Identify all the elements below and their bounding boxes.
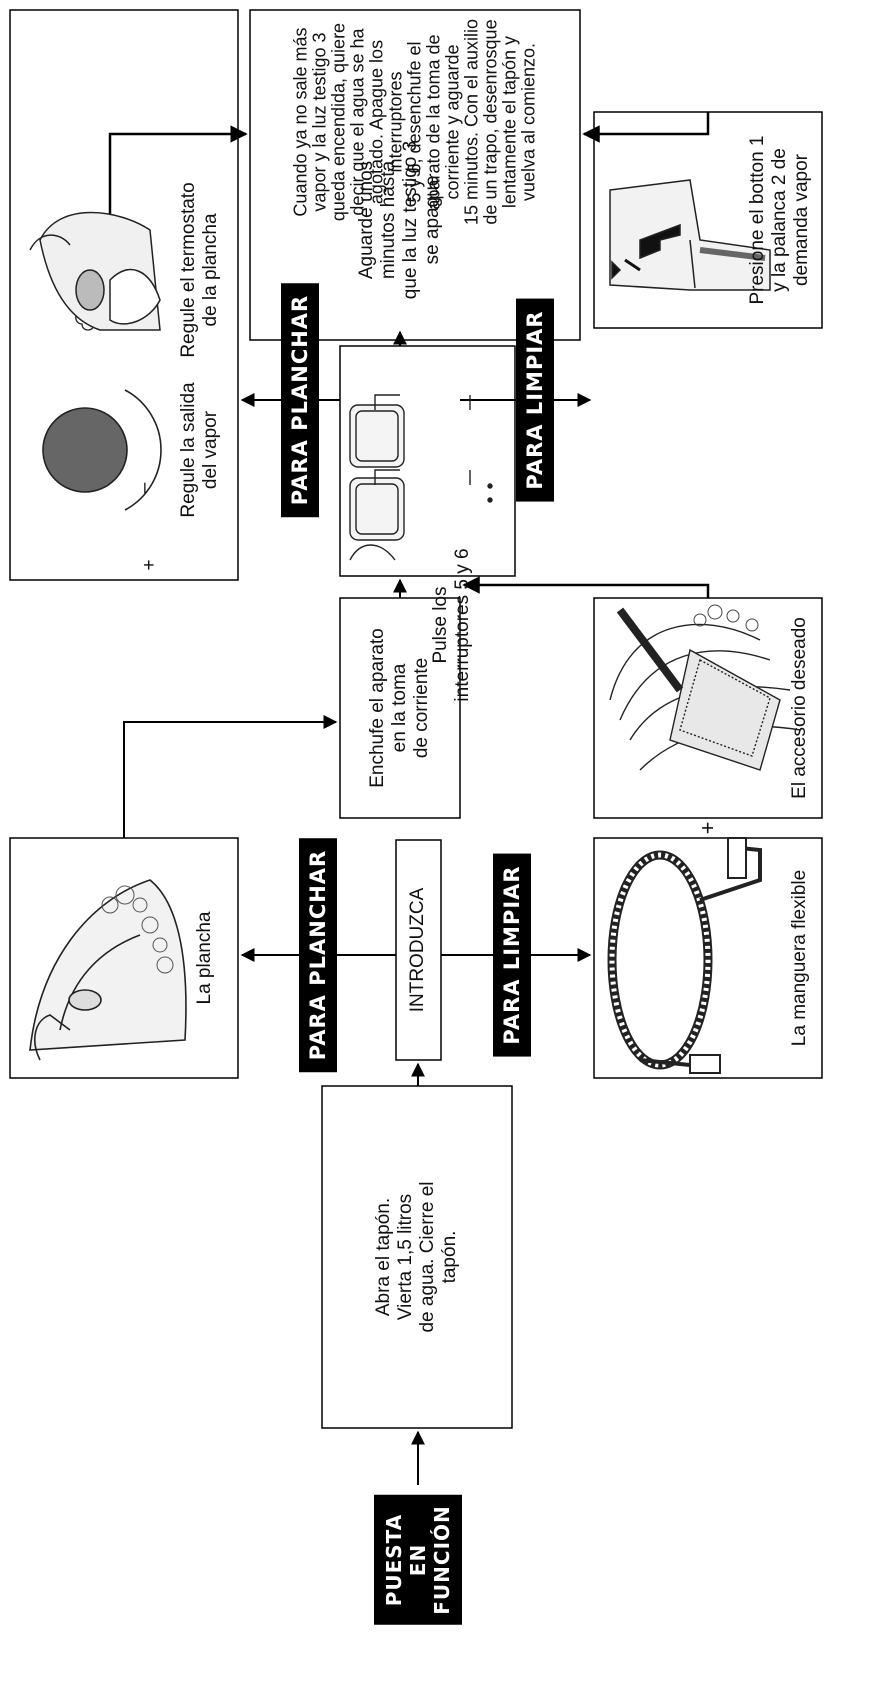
accessory-photo-icon (609, 604, 801, 771)
knob-plus: + (139, 559, 160, 571)
accesorio-label: El accesorio deseado (789, 617, 810, 799)
final-line-4: decir que el agua se ha (347, 28, 368, 216)
presione-line-2: y la palanca 2 de (769, 148, 790, 292)
arrow-plancha-to-enchufe (123, 715, 338, 838)
final-line-10: 15 minutos. Con el auxilio (461, 18, 482, 226)
switch-panel-icon (349, 394, 493, 561)
final-line-2: vapor y la luz testigo 3 (309, 32, 330, 212)
branch-planchar-right: PARA PLANCHAR (281, 282, 319, 518)
pulse-line-1: Pulse los (430, 586, 451, 664)
presione-line-1: Presione el botton 1 (747, 135, 768, 305)
final-line-5: agotado. Apague los (366, 39, 387, 205)
presione-line-3: demanda vapor (791, 153, 812, 287)
fill-line-3: de agua. Cierre el (417, 1181, 438, 1333)
branch-planchar-top: PARA PLANCHAR (299, 837, 337, 1073)
fill-line-1: Abra el tapón. (373, 1197, 394, 1317)
connector-accesorio-enchufe (462, 576, 710, 598)
branch-limpiar-top: PARA LIMPIAR (493, 853, 531, 1057)
pulse-line-2: interruptores 5 y 6 (452, 548, 473, 702)
arrow-regule-to-final (108, 125, 248, 220)
start-line-1: PUESTA (382, 1513, 406, 1607)
box-introduzca (395, 839, 442, 1061)
fill-line-2: Vierta 1,5 litros (395, 1193, 416, 1321)
box-enchufe (339, 597, 461, 819)
final-line-9: corriente y aguarde (442, 44, 463, 200)
final-line-3: queda encendida, quiere (328, 22, 349, 222)
regule-termostato-line-2: de la plancha (200, 213, 221, 327)
final-note-text: Cuando ya no sale más vapor y la luz tes… (290, 18, 539, 226)
fill-line-4: tapón. (439, 1230, 460, 1284)
hose-photo-icon (607, 837, 762, 1074)
regule-vapor-text: Regule la salida del vapor (178, 382, 222, 517)
box-fill-step (321, 1085, 513, 1429)
final-line-7: 5 y 6, desenchufe el (404, 41, 425, 203)
plancha-label: La plancha (194, 911, 215, 1005)
fill-step-text: Abra el tapón. Vierta 1,5 litros de agua… (373, 1181, 461, 1332)
regule-vapor-line-1: Regule la salida (178, 382, 199, 518)
thermostat-hand-icon (29, 211, 161, 331)
start-line-2: EN (406, 1543, 430, 1577)
regule-termostato-text: Regule el termostato de la plancha (178, 182, 222, 357)
plus-sign: + (695, 821, 720, 835)
box-final-note (249, 9, 581, 341)
final-line-13: vuelva al comienzo. (518, 42, 539, 202)
start-banner: PUESTA EN FUNCIÓN (374, 1495, 462, 1625)
enchufe-text: Enchufe el aparato en la toma de corrien… (367, 628, 433, 788)
final-line-12: lentamente el tapón y (499, 35, 520, 209)
iron-photo-icon (29, 879, 187, 1061)
final-line-6: interruptores (385, 71, 406, 173)
final-line-11: de un trapo, desenrosque (480, 19, 501, 225)
knob-minus: – (134, 482, 155, 494)
start-line-3: FUNCIÓN (430, 1505, 454, 1615)
final-line-1: Cuando ya no sale más (290, 27, 311, 217)
manguera-label: La manguera flexible (789, 869, 810, 1047)
enchufe-line-1: Enchufe el aparato (367, 628, 388, 788)
final-line-8: aparato de la toma de (423, 34, 444, 210)
presione-text: Presione el botton 1 y la palanca 2 de d… (747, 135, 813, 304)
regule-vapor-line-2: del vapor (200, 410, 221, 490)
branch-limpiar-right: PARA LIMPIAR (516, 298, 554, 502)
pulse-text: Pulse los interruptores 5 y 6 (430, 548, 474, 701)
introduzca-label: INTRODUZCA (407, 887, 428, 1013)
enchufe-line-2: en la toma (389, 663, 410, 753)
arrow-presione-to-final (582, 112, 710, 143)
steam-gun-icon (609, 179, 771, 291)
regule-termostato-line-1: Regule el termostato (178, 182, 199, 358)
